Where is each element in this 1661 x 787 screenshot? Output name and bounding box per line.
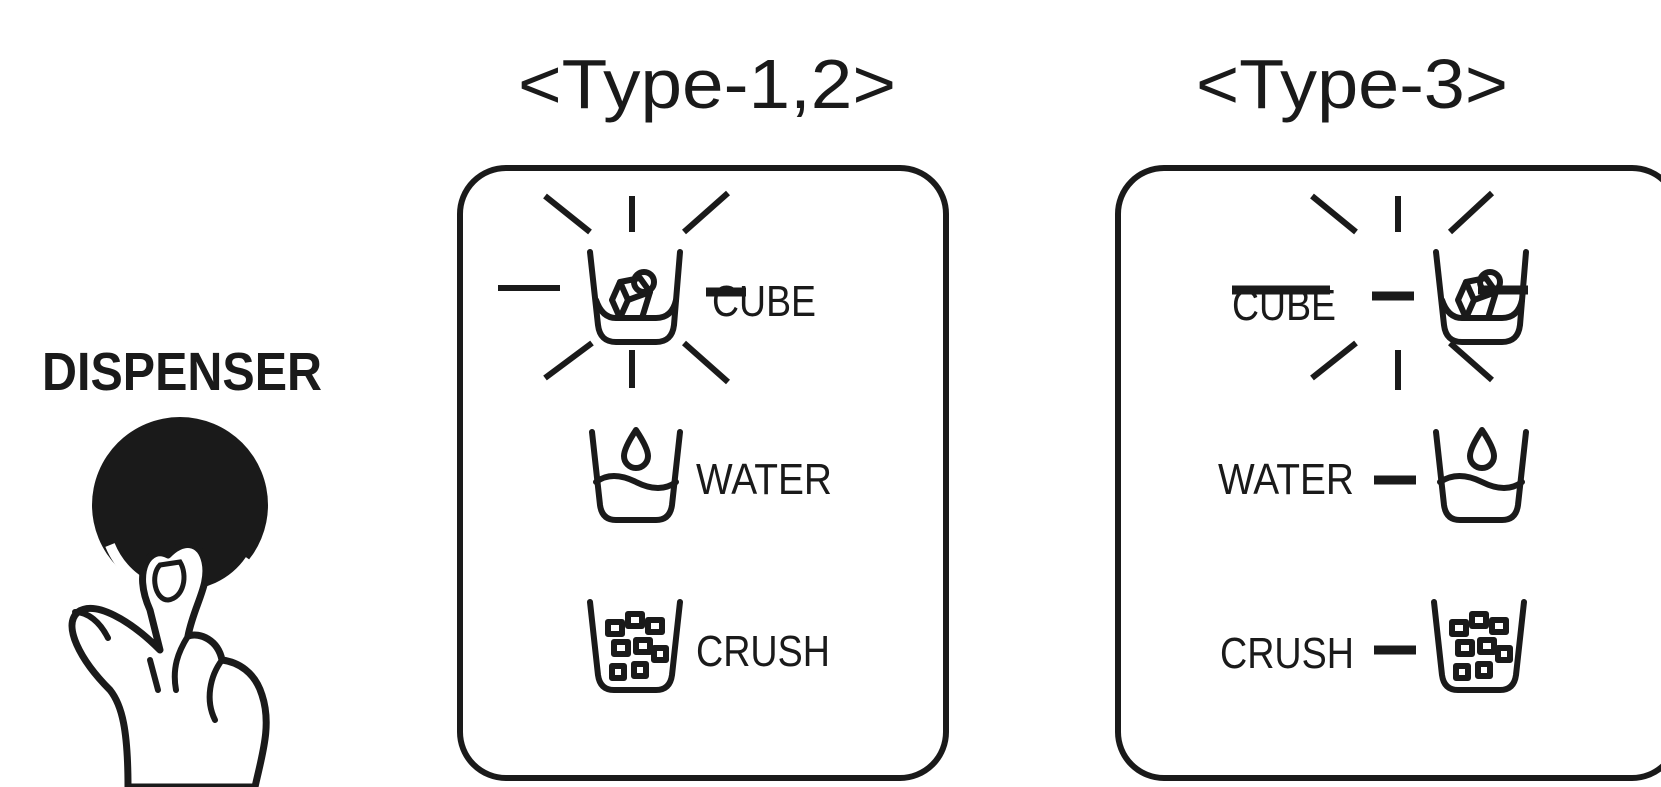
ice-cube-cup-icon	[1433, 249, 1529, 345]
selected-glow-rays	[498, 190, 730, 388]
panel-title: <Type-3>	[1196, 45, 1508, 123]
control-panel-frame	[457, 165, 949, 781]
option-water[interactable]: WATER	[1218, 427, 1529, 523]
option-water[interactable]: WATER	[589, 427, 832, 523]
pointing-hand-icon	[68, 541, 270, 787]
panel-title: <Type-1,2>	[518, 45, 896, 123]
option-label-crush: CRUSH	[1220, 629, 1354, 678]
crushed-ice-cup-icon	[1431, 599, 1527, 693]
option-label-cube: CUBE	[712, 277, 816, 326]
ice-cube-cup-icon	[587, 249, 683, 345]
water-cup-icon	[589, 427, 683, 523]
panel-type-1-2: <Type-1,2> CUBE	[457, 45, 949, 781]
dispenser-button-face[interactable]	[92, 417, 268, 593]
crushed-ice-cup-icon	[587, 599, 683, 693]
option-label-crush: CRUSH	[696, 627, 830, 676]
option-crush[interactable]: CRUSH	[1220, 599, 1527, 693]
dispenser-section: DISPENSER	[42, 342, 322, 787]
panel-type-3: <Type-3> CUBE	[1115, 45, 1661, 781]
selected-glow-rays	[1310, 190, 1495, 390]
control-panel-frame	[1115, 165, 1661, 781]
dispenser-title: DISPENSER	[42, 342, 322, 402]
option-label-water: WATER	[696, 455, 832, 504]
option-crush[interactable]: CRUSH	[587, 599, 830, 693]
option-cube[interactable]: CUBE	[498, 190, 816, 388]
option-cube[interactable]: CUBE	[1232, 190, 1529, 390]
water-cup-icon	[1433, 427, 1529, 523]
option-label-water: WATER	[1218, 455, 1354, 504]
